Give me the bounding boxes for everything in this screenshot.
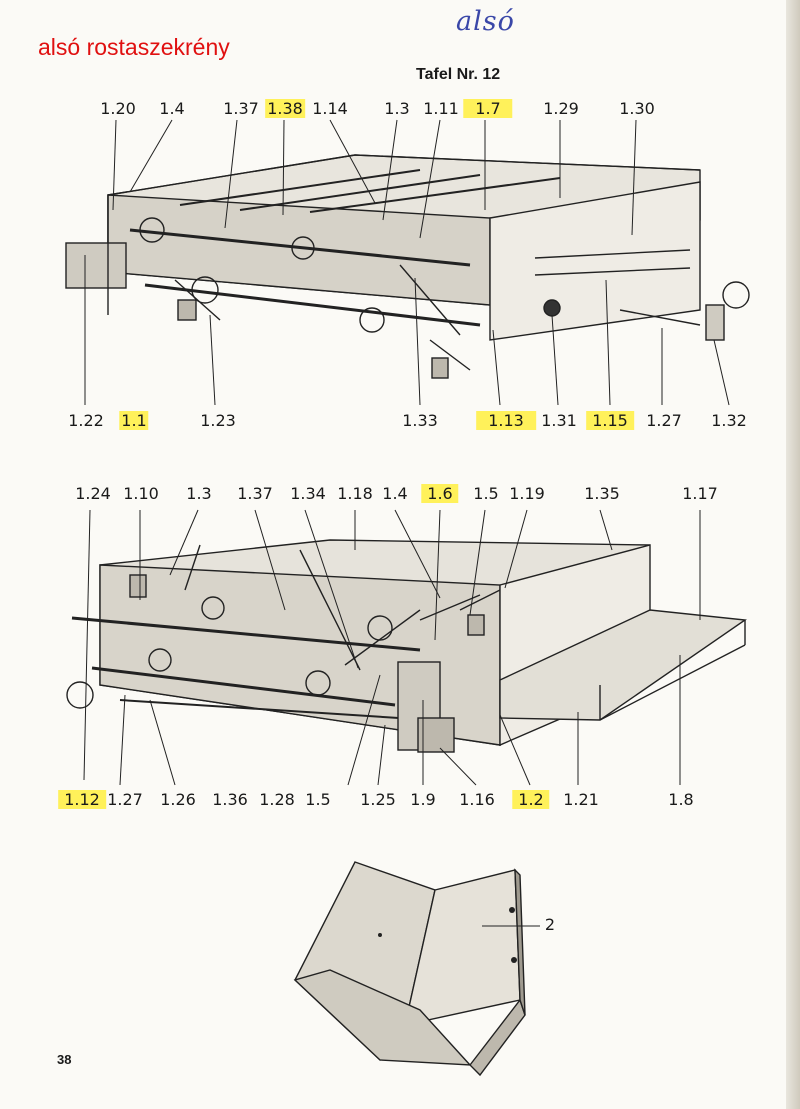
figure-2-machine-drawing <box>66 509 747 786</box>
callout-label: 1.27 <box>646 411 682 430</box>
callout-label: 1.29 <box>543 99 579 118</box>
callout-label: 1.36 <box>212 790 248 809</box>
callout-label: 1.14 <box>312 99 348 118</box>
callout-label: 1.4 <box>382 484 408 503</box>
callout-label: 1.37 <box>223 99 259 118</box>
callout-label: 1.24 <box>75 484 111 503</box>
callout-label: 1.34 <box>290 484 326 503</box>
callout-label: 1.26 <box>160 790 196 809</box>
callout-label: 1.11 <box>423 99 459 118</box>
scan-page-edge <box>786 0 800 1109</box>
callout-label-highlighted: 1.13 <box>476 411 536 431</box>
callout-label: 1.9 <box>410 790 436 809</box>
callout-label: 1.33 <box>402 411 438 430</box>
callout-label: 1.19 <box>509 484 545 503</box>
figure-1-machine-drawing <box>65 119 750 406</box>
page-number: 38 <box>57 1052 72 1067</box>
callout-label: 1.3 <box>384 99 410 118</box>
callout-label: 1.21 <box>563 790 599 809</box>
callout-label: 1.20 <box>100 99 136 118</box>
callout-label-highlighted: 1.15 <box>586 411 634 431</box>
callout-label: 1.28 <box>259 790 295 809</box>
callout-label: 1.16 <box>459 790 495 809</box>
callout-label: 1.4 <box>159 99 185 118</box>
callout-label: 1.31 <box>541 411 577 430</box>
callout-label-highlighted: 1.6 <box>421 484 459 504</box>
callout-label-highlighted: 1.1 <box>119 411 149 430</box>
callout-label: 1.27 <box>107 790 143 809</box>
callout-label: 1.5 <box>473 484 499 503</box>
callout-label-highlighted: 1.12 <box>58 790 106 810</box>
callout-label: 2 <box>544 915 556 934</box>
callout-label: 1.35 <box>584 484 620 503</box>
callout-label: 1.3 <box>186 484 212 503</box>
callout-label: 1.32 <box>711 411 747 430</box>
callout-label: 1.22 <box>68 411 104 430</box>
callout-label: 1.17 <box>682 484 718 503</box>
callout-label: 1.23 <box>200 411 236 430</box>
callout-label-highlighted: 1.7 <box>463 99 513 119</box>
plate-title: Tafel Nr. 12 <box>416 66 501 83</box>
callout-label: 1.18 <box>337 484 373 503</box>
handwritten-note: alsó <box>456 6 515 37</box>
callout-label: 1.37 <box>237 484 273 503</box>
callout-label-highlighted: 1.38 <box>265 99 305 118</box>
figure-3-chute-drawing <box>293 861 540 1077</box>
callout-label: 1.30 <box>619 99 655 118</box>
callout-label: 1.25 <box>360 790 396 809</box>
callout-label: 1.10 <box>123 484 159 503</box>
callout-label: 1.8 <box>668 790 694 809</box>
section-title: alsó rostaszekrény <box>38 34 230 60</box>
callout-label: 1.5 <box>305 790 331 809</box>
callout-label-highlighted: 1.2 <box>512 790 550 810</box>
